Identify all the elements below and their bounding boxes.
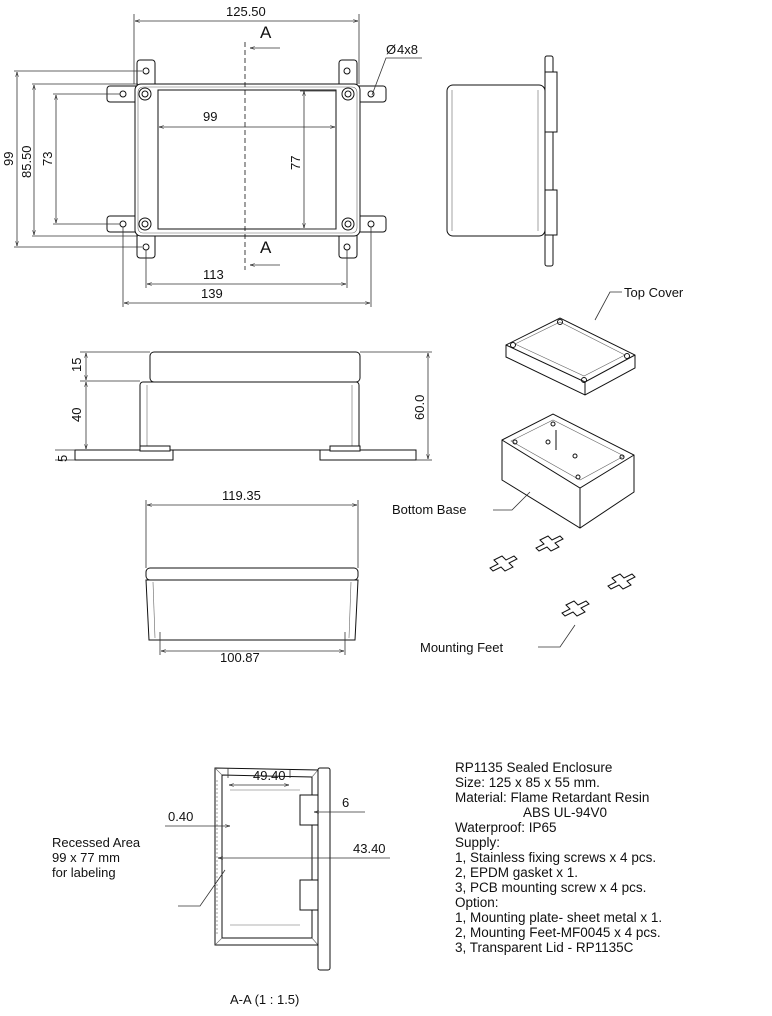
dim-85-50: 85.50	[19, 145, 34, 178]
recess-note-line2: 99 x 77 mm	[52, 850, 120, 865]
spec-notes: RP1135 Sealed Enclosure Size: 125 x 85 x…	[455, 760, 662, 955]
recess-note-line1: Recessed Area	[52, 835, 141, 850]
dim-77: 77	[288, 156, 303, 170]
section-view: 49.40 0.40 6 43.40 Recessed Area 99 x 77…	[52, 767, 390, 1007]
dim-119-35: 119.35	[222, 488, 261, 503]
exploded-view: Top Cover Bottom Base Mounting Feet	[392, 285, 684, 655]
note-line: 3, Transparent Lid - RP1135C	[455, 940, 634, 955]
section-marker-bottom: A	[260, 238, 272, 257]
recess-note-line3: for labeling	[52, 865, 116, 880]
note-line: Waterproof: IP65	[455, 820, 557, 835]
label-top-cover: Top Cover	[624, 285, 684, 300]
note-line: Option:	[455, 895, 499, 910]
top-view: A A 125.50 99 85.50 73 99 77 113 139 Ø 4…	[1, 4, 422, 307]
dim-100-87: 100.87	[220, 650, 260, 665]
dim-139: 139	[201, 286, 223, 301]
side-view	[446, 55, 558, 267]
note-line: ABS UL-94V0	[523, 805, 607, 820]
dim-15: 15	[69, 358, 84, 372]
dim-99-recess: 99	[203, 109, 217, 124]
dim-5: 5	[55, 455, 70, 462]
note-line: 2, Mounting Feet-MF0045 x 4 pcs.	[455, 925, 661, 940]
note-line: Material: Flame Retardant Resin	[455, 790, 649, 805]
dim-49-40: 49.40	[253, 768, 286, 783]
note-line: Size: 125 x 85 x 55 mm.	[455, 775, 600, 790]
dim-43-40: 43.40	[353, 841, 386, 856]
section-caption: A-A (1 : 1.5)	[230, 992, 299, 1007]
note-line: RP1135 Sealed Enclosure	[455, 760, 612, 775]
note-line: Supply:	[455, 835, 500, 850]
dim-99-vertical: 99	[1, 152, 16, 166]
dim-0-40: 0.40	[168, 809, 193, 824]
note-line: 1, Stainless fixing screws x 4 pcs.	[455, 850, 656, 865]
note-line: 3, PCB mounting screw x 4 pcs.	[455, 880, 646, 895]
dim-6: 6	[342, 795, 349, 810]
label-bottom-base: Bottom Base	[392, 502, 466, 517]
dim-hole-size: 4x8	[397, 42, 418, 57]
dim-73: 73	[40, 152, 55, 166]
front-view: 15 40 5 60.0	[55, 351, 432, 462]
diameter-symbol: Ø	[386, 42, 396, 57]
note-line: 2, EPDM gasket x 1.	[455, 865, 578, 880]
bottom-view: 119.35 100.87	[145, 488, 359, 665]
dim-40: 40	[69, 408, 84, 422]
mounting-feet-icons	[489, 535, 636, 617]
dim-113: 113	[203, 267, 224, 282]
label-mounting-feet: Mounting Feet	[420, 640, 503, 655]
dim-60: 60.0	[412, 395, 427, 420]
section-marker-top: A	[260, 23, 272, 42]
dim-125-50: 125.50	[226, 4, 266, 19]
note-line: 1, Mounting plate- sheet metal x 1.	[455, 910, 662, 925]
